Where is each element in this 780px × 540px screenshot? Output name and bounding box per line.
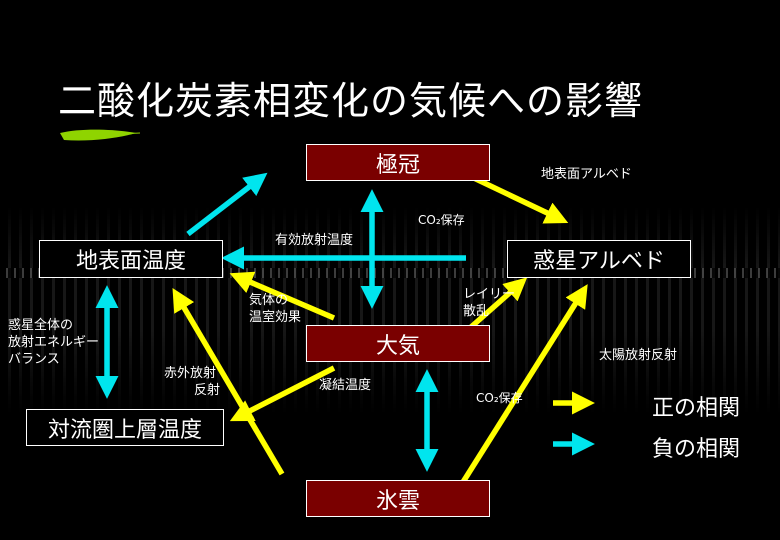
- arrow-condensation: [229, 365, 336, 422]
- node-surface-temperature: 地表面温度: [39, 240, 223, 278]
- label-greenhouse-1: 気体の: [249, 293, 289, 308]
- label-energy-balance-1: 惑星全体の: [8, 318, 74, 333]
- node-ice-cloud: 氷雲: [306, 480, 490, 517]
- node-planet-albedo: 惑星アルベド: [507, 240, 691, 278]
- label-energy-balance-2: 放射エネルギー: [8, 335, 100, 350]
- label-condensation-temp: 凝結温度: [319, 378, 372, 393]
- node-polar-cap: 極冠: [306, 144, 490, 181]
- legend-negative-label: 負の相関: [652, 437, 741, 462]
- label-solar-reflection: 太陽放射反射: [599, 348, 678, 363]
- label-rayleigh-2: 散乱: [463, 304, 490, 319]
- page-title: 二酸化炭素相変化の気候への影響: [58, 79, 644, 123]
- label-energy-balance-3: バランス: [8, 352, 60, 367]
- node-atmosphere: 大気: [306, 325, 490, 362]
- label-rayleigh-1: レイリー: [463, 287, 516, 302]
- node-troposphere-temperature: 対流圏上層温度: [26, 409, 224, 446]
- label-co2-storage-top: CO₂保存: [418, 213, 465, 227]
- arrow-solar-reflection: [455, 284, 588, 492]
- arrow-greenhouse: [229, 271, 336, 321]
- arrow-surface-to-polarcap: [186, 172, 268, 237]
- label-surface-albedo: 地表面アルベド: [541, 167, 632, 182]
- arrow-infrared: [172, 288, 285, 476]
- label-infrared-2: 反射: [194, 383, 221, 398]
- label-co2-storage-bottom: CO₂保存: [476, 391, 523, 405]
- label-greenhouse-2: 温室効果: [249, 310, 302, 325]
- label-effective-radiation-temp: 有効放射温度: [275, 233, 354, 248]
- label-infrared-1: 赤外放射: [164, 366, 217, 381]
- background-stripe-line: [0, 268, 780, 278]
- legend-positive-label: 正の相関: [652, 396, 741, 421]
